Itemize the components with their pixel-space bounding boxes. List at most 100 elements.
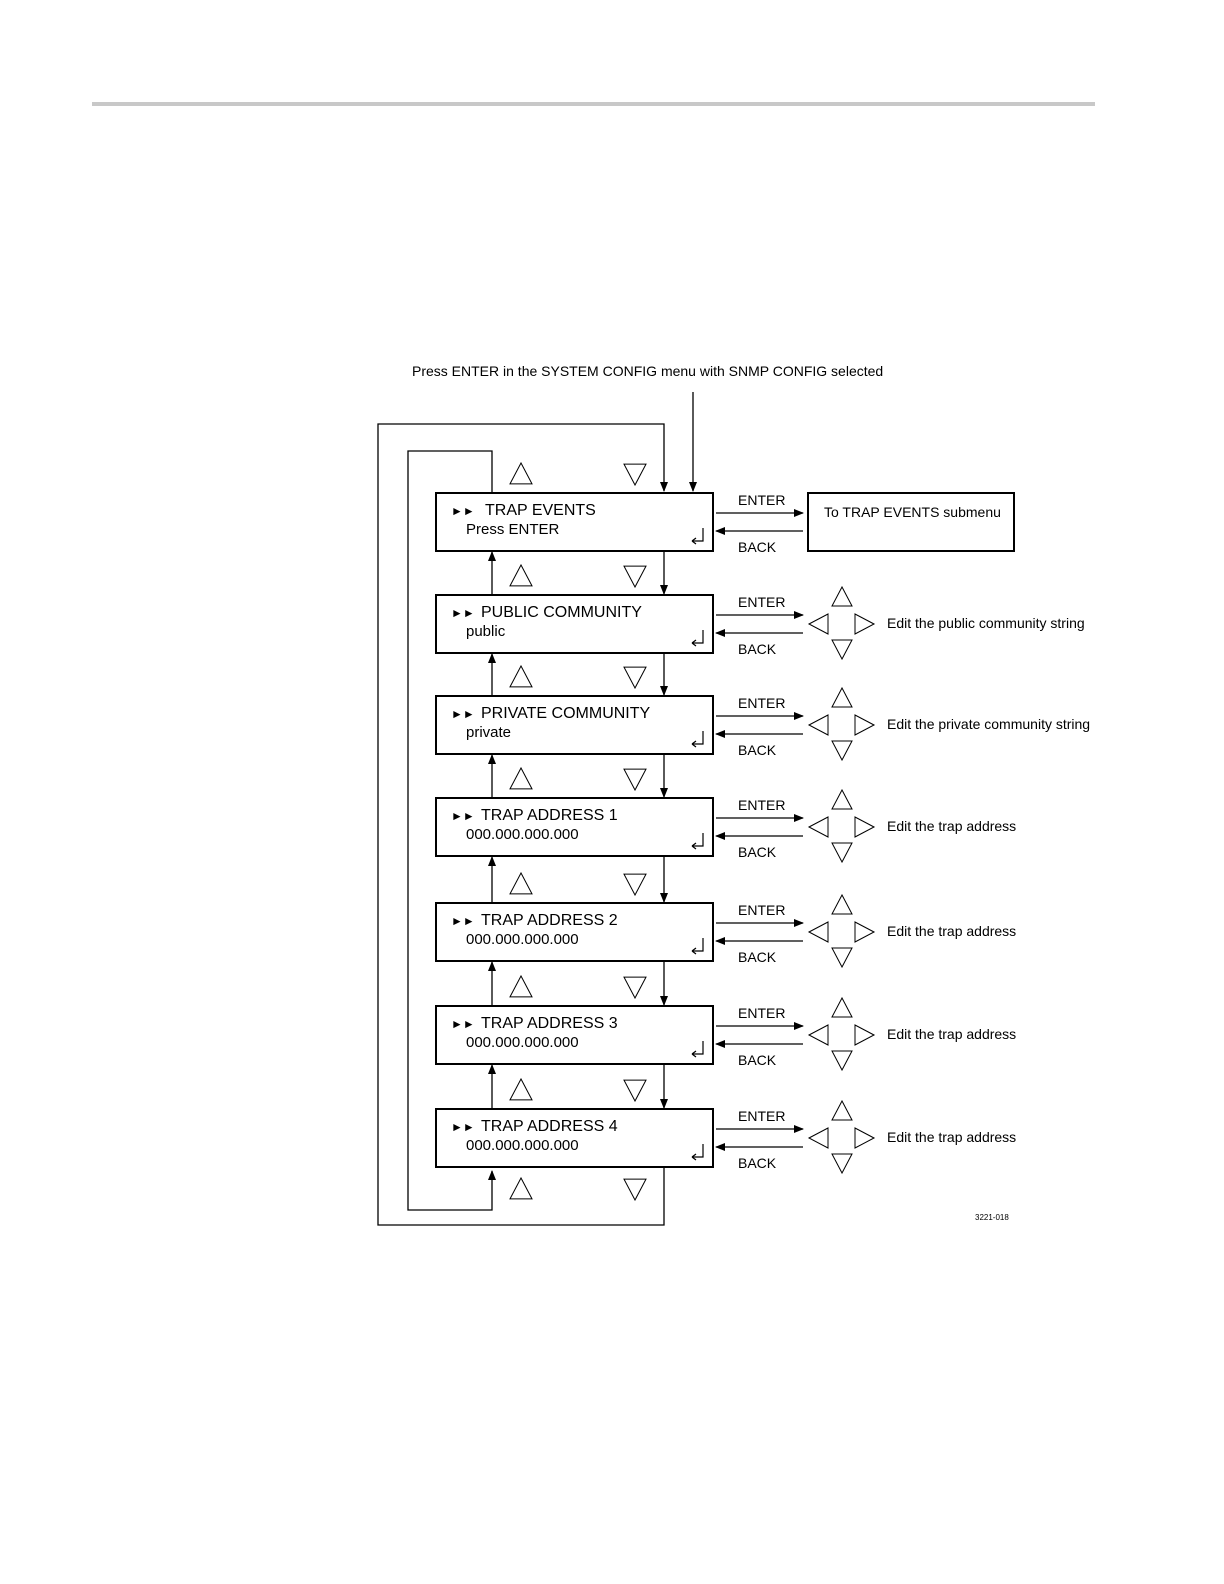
display-line-1: TRAP ADDRESS 1 — [481, 807, 618, 824]
back-label: BACK — [738, 1155, 777, 1171]
double-right-triangle-icon: ►► — [451, 1017, 475, 1031]
up-arrow-button-icon — [509, 461, 533, 485]
edit-description: Edit the public community string — [887, 615, 1085, 631]
back-label: BACK — [738, 1052, 777, 1068]
display-line-2: public — [466, 623, 506, 640]
up-arrow-button-icon — [831, 893, 853, 915]
enter-label: ENTER — [738, 695, 785, 711]
display-line-2: 000.000.000.000 — [466, 826, 579, 843]
double-right-triangle-icon: ►► — [451, 707, 475, 721]
right-arrow-button-icon — [854, 1024, 876, 1046]
lcd-display-box — [435, 797, 714, 857]
display-line-1: TRAP ADDRESS 3 — [481, 1015, 618, 1032]
back-label: BACK — [738, 539, 777, 555]
down-arrow-button-icon — [831, 842, 853, 864]
edit-description: Edit the private community string — [887, 716, 1090, 732]
down-arrow-button-icon — [831, 740, 853, 762]
double-right-triangle-icon: ►► — [451, 606, 475, 620]
enter-label: ENTER — [738, 1108, 785, 1124]
lcd-display-box — [435, 695, 714, 755]
right-arrow-button-icon — [854, 921, 876, 943]
lcd-display-box — [435, 902, 714, 962]
down-arrow-button-icon — [623, 666, 647, 690]
double-right-triangle-icon: ►► — [451, 914, 475, 928]
lcd-display-box — [435, 492, 714, 552]
loop-connectors — [377, 392, 697, 1226]
menu-item-3: ►► PRIVATE COMMUNITY private ENTER BACK Edit … — [435, 664, 1090, 798]
up-arrow-button-icon — [509, 1077, 533, 1101]
right-arrow-button-icon — [854, 714, 876, 736]
display-line-2: 000.000.000.000 — [466, 931, 579, 948]
double-right-triangle-icon: ►► — [451, 809, 475, 823]
display-line-2: private — [466, 724, 511, 741]
menu-item-5: ►► TRAP ADDRESS 2 000.000.000.000 ENTER BACK… — [435, 871, 1016, 1006]
display-line-2: Press ENTER — [466, 521, 560, 538]
up-arrow-button-icon — [509, 1176, 533, 1200]
display-line-1: PRIVATE COMMUNITY — [481, 705, 651, 722]
left-arrow-button-icon — [807, 1024, 829, 1046]
down-arrow-button-icon — [831, 947, 853, 969]
right-arrow-button-icon — [854, 613, 876, 635]
enter-return-icon — [691, 1144, 704, 1161]
edit-description: Edit the trap address — [887, 1129, 1016, 1145]
left-arrow-button-icon — [807, 921, 829, 943]
double-right-triangle-icon: ►► — [451, 1120, 475, 1134]
double-right-triangle-icon: ►► — [451, 504, 475, 518]
menu-item-6: ►►TRAP ADDRESS 3000.000.000.000ENTERBACK… — [435, 974, 1016, 1109]
edit-description: Edit the trap address — [887, 818, 1016, 834]
up-arrow-button-icon — [831, 996, 853, 1018]
back-label: BACK — [738, 949, 777, 965]
up-arrow-button-icon — [509, 871, 533, 895]
up-arrow-button-icon — [509, 563, 533, 587]
arrow-keypad — [807, 788, 876, 864]
down-arrow-button-icon — [831, 639, 853, 661]
enter-return-icon — [691, 938, 704, 955]
menu-item-7: ►►TRAP ADDRESS 4000.000.000.000ENTERBACK… — [435, 1077, 1016, 1202]
edit-description: Edit the trap address — [887, 923, 1016, 939]
enter-return-icon — [691, 630, 704, 647]
back-label: BACK — [738, 742, 777, 758]
down-arrow-button-icon — [831, 1153, 853, 1175]
left-arrow-button-icon — [807, 1127, 829, 1149]
arrow-keypad — [807, 996, 876, 1072]
figure-number: 3221-018 — [975, 1213, 1009, 1222]
up-arrow-button-icon — [509, 766, 533, 790]
display-line-1: PUBLIC COMMUNITY — [481, 604, 642, 621]
left-arrow-button-icon — [807, 613, 829, 635]
submenu-box — [807, 492, 1015, 552]
left-arrow-button-icon — [807, 714, 829, 736]
display-line-1: TRAP ADDRESS 2 — [481, 912, 618, 929]
down-arrow-button-icon — [623, 768, 647, 792]
down-arrow-button-icon — [623, 463, 647, 487]
left-arrow-button-icon — [807, 816, 829, 838]
lcd-display-box — [435, 1108, 714, 1168]
enter-return-icon — [691, 528, 704, 545]
enter-label: ENTER — [738, 797, 785, 813]
enter-label: ENTER — [738, 902, 785, 918]
up-arrow-button-icon — [831, 1099, 853, 1121]
up-arrow-button-icon — [831, 788, 853, 810]
lcd-display-box — [435, 594, 714, 654]
arrow-keypad — [807, 585, 876, 661]
lcd-display-box — [435, 1005, 714, 1065]
enter-return-icon — [691, 1041, 704, 1058]
enter-return-icon — [691, 731, 704, 748]
back-label: BACK — [738, 844, 777, 860]
up-arrow-button-icon — [509, 664, 533, 688]
down-arrow-button-icon — [623, 1079, 647, 1103]
edit-description: Edit the trap address — [887, 1026, 1016, 1042]
display-line-2: 000.000.000.000 — [466, 1137, 579, 1154]
down-arrow-button-icon — [623, 976, 647, 1000]
up-arrow-button-icon — [831, 686, 853, 708]
enter-label: ENTER — [738, 492, 785, 508]
display-line-1: TRAP EVENTS — [485, 502, 596, 519]
down-arrow-button-icon — [831, 1050, 853, 1072]
down-arrow-button-icon — [623, 873, 647, 897]
enter-label: ENTER — [738, 594, 785, 610]
arrow-keypad — [807, 893, 876, 969]
down-arrow-button-icon — [623, 565, 647, 589]
enter-return-icon — [691, 833, 704, 850]
